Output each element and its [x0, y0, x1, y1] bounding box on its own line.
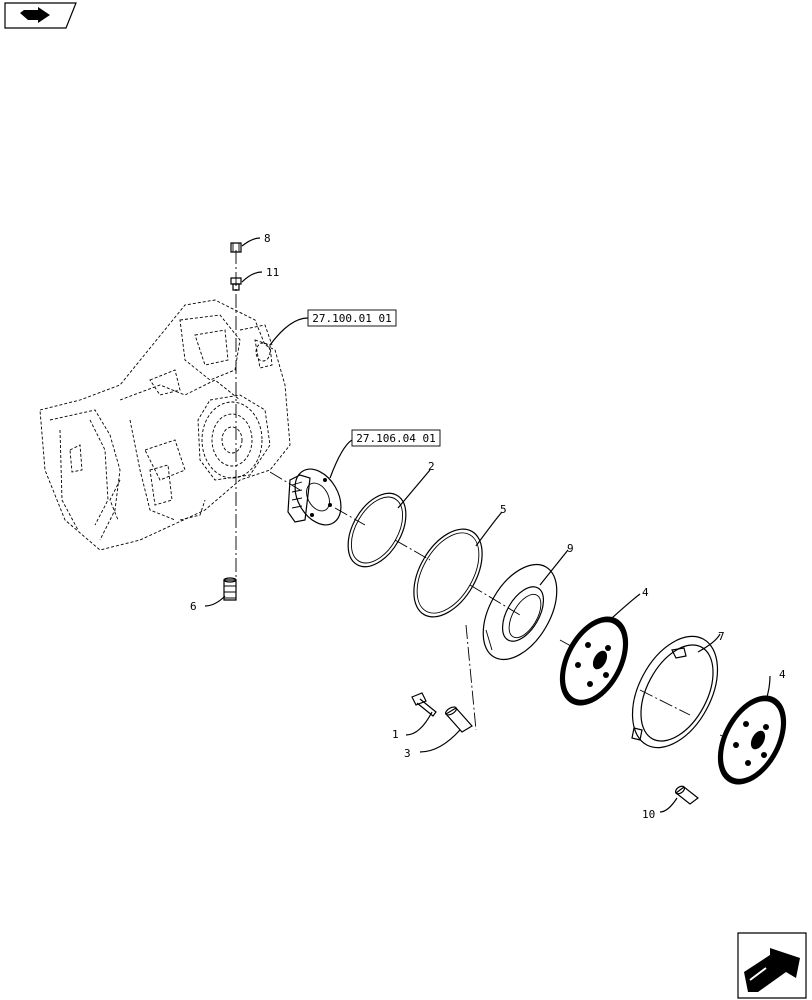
transmission-housing	[39, 299, 291, 551]
ref-box-housing[interactable]: 27.100.01 01	[307, 309, 397, 327]
part-9-piston	[482, 563, 558, 661]
callout-10: 10	[642, 808, 655, 821]
next-page-icon[interactable]	[737, 932, 807, 999]
part-8-nut	[230, 242, 242, 253]
callout-1: 1	[392, 728, 399, 741]
part-6-plug	[223, 577, 237, 601]
part-4-friction-disc-a	[559, 616, 629, 706]
ref-box-shaft[interactable]: 27.106.04 01	[351, 429, 441, 447]
part-3-pin	[444, 706, 473, 733]
part-4-friction-disc-b	[717, 695, 787, 785]
svg-text:27.100.01 01: 27.100.01 01	[312, 312, 391, 325]
part-2-ring	[347, 492, 407, 568]
callout-3: 3	[404, 747, 411, 760]
callout-8: 8	[264, 232, 271, 245]
svg-text:27.106.04 01: 27.106.04 01	[356, 432, 435, 445]
callout-7: 7	[718, 630, 725, 643]
half-shaft-flange	[287, 468, 342, 526]
callout-2: 2	[428, 460, 435, 473]
callout-4b: 4	[779, 668, 786, 681]
part-11-bolt	[230, 277, 242, 291]
previous-page-icon[interactable]	[4, 2, 77, 29]
part-1-screw	[411, 692, 437, 717]
callout-4a: 4	[642, 586, 649, 599]
callout-9: 9	[567, 542, 574, 555]
leader-lines	[204, 237, 771, 813]
centerline-main	[269, 471, 751, 749]
callout-5: 5	[500, 503, 507, 516]
callout-6: 6	[190, 600, 197, 613]
callout-11: 11	[266, 266, 279, 279]
part-5-ring	[413, 528, 483, 618]
part-10-dowel	[674, 785, 699, 805]
centerline-pin	[465, 624, 477, 731]
part-7-plate	[631, 635, 719, 749]
